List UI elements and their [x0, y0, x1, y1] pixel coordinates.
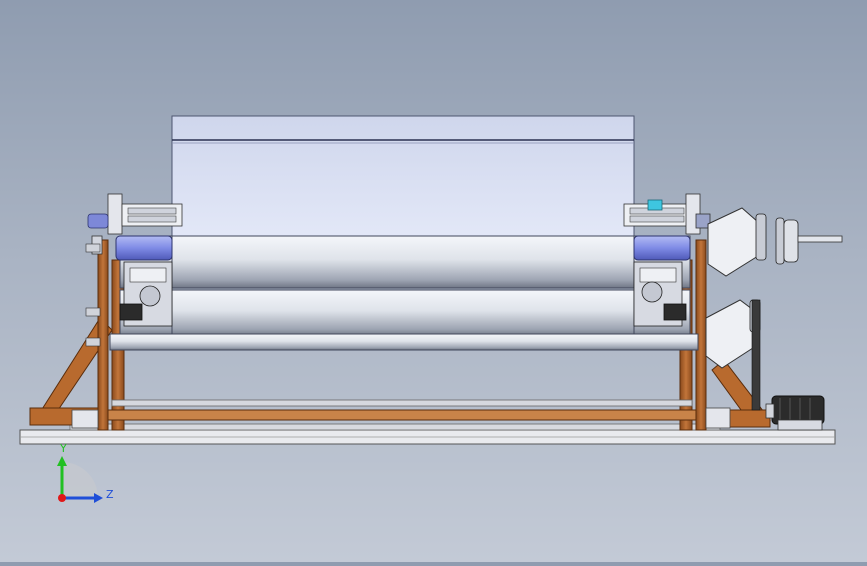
left-shaft-stubs — [85, 243, 101, 347]
feed-sheet — [171, 115, 635, 241]
lower-frame-rail — [107, 399, 697, 421]
left-gearbox — [119, 261, 173, 327]
lower-roller — [119, 289, 691, 350]
right-upper-bracket — [707, 207, 759, 277]
triad-y-arrow — [57, 456, 67, 466]
base-platform — [19, 423, 836, 445]
triad-z-arrow — [94, 493, 103, 503]
left-foot-plate — [71, 409, 99, 429]
triad-z-label: Z — [106, 488, 114, 501]
right-blue-end-cap — [633, 235, 691, 261]
bottom-roller — [109, 333, 699, 351]
left-blue-end-cap — [115, 235, 173, 261]
right-gearbox — [633, 261, 687, 327]
electric-motor — [765, 395, 825, 431]
upper-roller — [119, 235, 691, 289]
triad-quarter-disc — [62, 462, 98, 498]
drive-belt — [751, 299, 761, 411]
right-foot-plate — [705, 407, 731, 429]
triad-y-label: Y — [59, 442, 67, 455]
coordinate-triad: Y Z — [57, 442, 114, 503]
right-lower-bracket — [705, 299, 757, 369]
right-top-bearing-assembly — [623, 193, 711, 235]
upper-pulley — [755, 213, 843, 265]
triad-x-origin — [58, 494, 66, 502]
